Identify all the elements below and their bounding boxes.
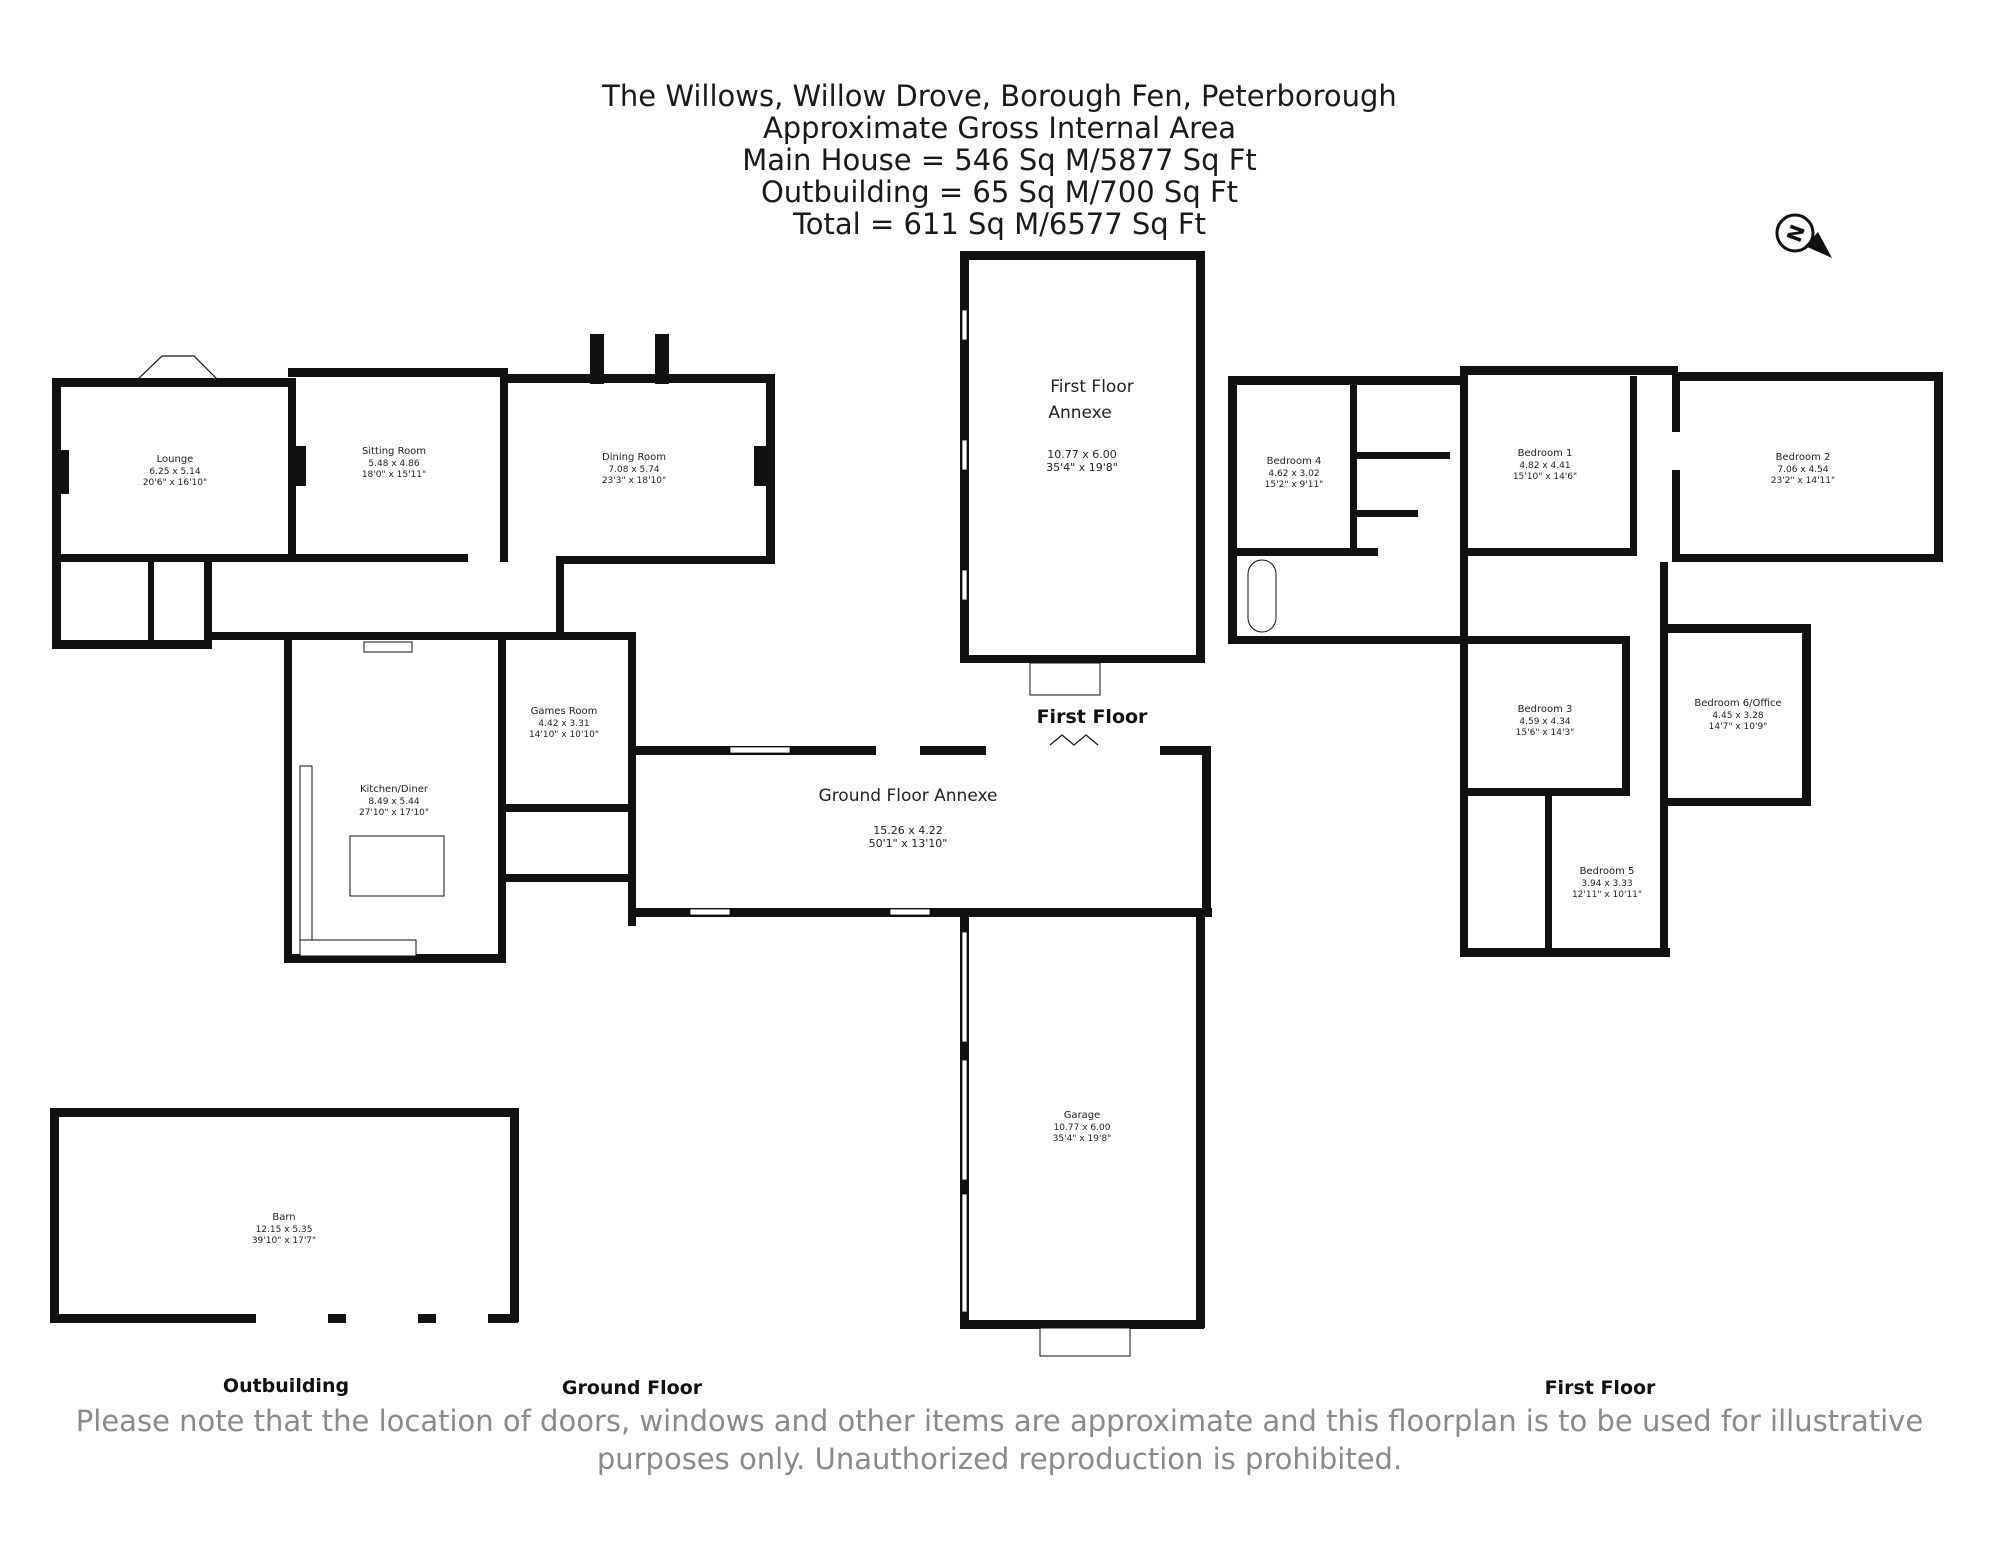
room-label-lounge: Lounge 6.25 x 5.14 20'6" x 16'10" <box>143 454 207 488</box>
svg-text:7.06 x 4.54: 7.06 x 4.54 <box>1777 465 1828 475</box>
room-label-first-floor-annexe: First Floor Annexe 10.77 x 6.00 35'4" x … <box>1046 377 1134 474</box>
title-address: The Willows, Willow Drove, Borough Fen, … <box>602 79 1397 113</box>
svg-text:6.25 x 5.14: 6.25 x 5.14 <box>149 467 200 477</box>
svg-text:23'2" x 14'11": 23'2" x 14'11" <box>1771 476 1835 486</box>
svg-text:Bedroom 6/Office: Bedroom 6/Office <box>1694 698 1781 709</box>
floor-label-annexe-first: First Floor <box>1037 706 1148 728</box>
svg-text:Sitting Room: Sitting Room <box>362 446 426 457</box>
room-label-bedroom-4: Bedroom 4 4.62 x 3.02 15'2" x 9'11" <box>1265 456 1324 490</box>
svg-text:Bedroom 3: Bedroom 3 <box>1518 704 1573 715</box>
floor-label-outbuilding: Outbuilding <box>223 1375 349 1397</box>
room-label-games-room: Games Room 4.42 x 3.31 14'10" x 10'10" <box>529 706 599 740</box>
disclaimer-line-2: purposes only. Unauthorized reproduction… <box>596 1442 1403 1476</box>
svg-text:4.45 x 3.28: 4.45 x 3.28 <box>1712 711 1763 721</box>
first-floor-house <box>1228 366 1943 957</box>
svg-text:35'4" x 19'8": 35'4" x 19'8" <box>1053 1134 1112 1144</box>
svg-text:14'10" x 10'10": 14'10" x 10'10" <box>529 730 599 740</box>
svg-text:Games Room: Games Room <box>531 706 598 717</box>
svg-text:Bedroom 4: Bedroom 4 <box>1267 456 1322 467</box>
svg-text:15'2" x 9'11": 15'2" x 9'11" <box>1265 480 1324 490</box>
svg-text:Kitchen/Diner: Kitchen/Diner <box>360 784 429 795</box>
svg-text:Bedroom 5: Bedroom 5 <box>1580 866 1635 877</box>
svg-text:15'6" x 14'3": 15'6" x 14'3" <box>1516 728 1575 738</box>
barn <box>50 1108 519 1323</box>
room-label-kitchen-diner: Kitchen/Diner 8.49 x 5.44 27'10" x 17'10… <box>359 784 429 818</box>
svg-text:23'3" x 18'10": 23'3" x 18'10" <box>602 476 666 486</box>
svg-text:15.26 x 4.22: 15.26 x 4.22 <box>873 824 943 837</box>
svg-text:Bedroom 2: Bedroom 2 <box>1776 452 1831 463</box>
svg-text:10.77 x 6.00: 10.77 x 6.00 <box>1054 1123 1111 1133</box>
svg-text:10.77 x 6.00: 10.77 x 6.00 <box>1047 448 1117 461</box>
svg-text:20'6" x 16'10": 20'6" x 16'10" <box>143 478 207 488</box>
svg-text:Garage: Garage <box>1064 1110 1101 1121</box>
garage <box>960 916 1205 1357</box>
svg-text:Bedroom 1: Bedroom 1 <box>1518 448 1573 459</box>
room-label-bedroom-1: Bedroom 1 4.82 x 4.41 15'10" x 14'6" <box>1513 448 1577 482</box>
floor-label-first: First Floor <box>1545 1377 1656 1399</box>
svg-text:5.48 x 4.86: 5.48 x 4.86 <box>368 459 419 469</box>
svg-text:First Floor: First Floor <box>1050 377 1133 397</box>
svg-text:39'10" x 17'7": 39'10" x 17'7" <box>252 1236 316 1246</box>
svg-text:12.15 x 5.35: 12.15 x 5.35 <box>256 1225 313 1235</box>
title-area-heading: Approximate Gross Internal Area <box>762 111 1237 145</box>
compass-letter: N <box>1782 221 1810 245</box>
svg-text:4.82 x 4.41: 4.82 x 4.41 <box>1519 461 1570 471</box>
svg-text:14'7" x 10'9": 14'7" x 10'9" <box>1709 722 1768 732</box>
room-label-sitting-room: Sitting Room 5.48 x 4.86 18'0" x 15'11" <box>362 446 426 480</box>
svg-text:Lounge: Lounge <box>157 454 194 465</box>
svg-text:4.59 x 4.34: 4.59 x 4.34 <box>1519 717 1570 727</box>
room-label-ground-floor-annexe: Ground Floor Annexe 15.26 x 4.22 50'1" x… <box>819 786 998 850</box>
svg-text:Barn: Barn <box>272 1212 295 1223</box>
svg-text:Ground Floor Annexe: Ground Floor Annexe <box>819 786 998 806</box>
svg-text:15'10" x 14'6": 15'10" x 14'6" <box>1513 472 1577 482</box>
first-floor-annexe <box>960 251 1205 696</box>
room-label-bedroom-6-office: Bedroom 6/Office 4.45 x 3.28 14'7" x 10'… <box>1694 698 1781 732</box>
title-main-house-area: Main House = 546 Sq M/5877 Sq Ft <box>742 143 1257 177</box>
room-label-bedroom-2: Bedroom 2 7.06 x 4.54 23'2" x 14'11" <box>1771 452 1835 486</box>
title-outbuilding-area: Outbuilding = 65 Sq M/700 Sq Ft <box>760 175 1239 209</box>
svg-text:7.08 x 5.74: 7.08 x 5.74 <box>608 465 659 475</box>
svg-text:35'4" x 19'8": 35'4" x 19'8" <box>1046 461 1118 474</box>
room-label-bedroom-5: Bedroom 5 3.94 x 3.33 12'11" x 10'11" <box>1572 866 1642 900</box>
room-label-barn: Barn 12.15 x 5.35 39'10" x 17'7" <box>252 1212 316 1246</box>
ground-floor-annexe <box>628 734 1212 917</box>
room-label-garage: Garage 10.77 x 6.00 35'4" x 19'8" <box>1053 1110 1112 1144</box>
disclaimer-line-1: Please note that the location of doors, … <box>75 1404 1924 1438</box>
floor-label-ground: Ground Floor <box>562 1377 703 1399</box>
title-total-area: Total = 611 Sq M/6577 Sq Ft <box>793 207 1206 241</box>
svg-text:50'1" x 13'10": 50'1" x 13'10" <box>869 837 948 850</box>
svg-text:27'10" x 17'10": 27'10" x 17'10" <box>359 808 429 818</box>
svg-text:4.62 x 3.02: 4.62 x 3.02 <box>1268 469 1319 479</box>
svg-text:8.49 x 5.44: 8.49 x 5.44 <box>368 797 419 807</box>
compass-icon: N <box>1775 213 1832 258</box>
svg-text:18'0" x 15'11": 18'0" x 15'11" <box>362 470 426 480</box>
room-label-bedroom-3: Bedroom 3 4.59 x 4.34 15'6" x 14'3" <box>1516 704 1575 738</box>
svg-text:12'11" x 10'11": 12'11" x 10'11" <box>1572 890 1642 900</box>
svg-text:Annexe: Annexe <box>1048 403 1111 423</box>
ground-floor-house <box>52 334 775 963</box>
svg-text:3.94 x 3.33: 3.94 x 3.33 <box>1581 879 1632 889</box>
svg-text:Dining Room: Dining Room <box>602 452 666 463</box>
svg-text:4.42 x 3.31: 4.42 x 3.31 <box>538 719 589 729</box>
room-label-dining-room: Dining Room 7.08 x 5.74 23'3" x 18'10" <box>602 452 666 486</box>
